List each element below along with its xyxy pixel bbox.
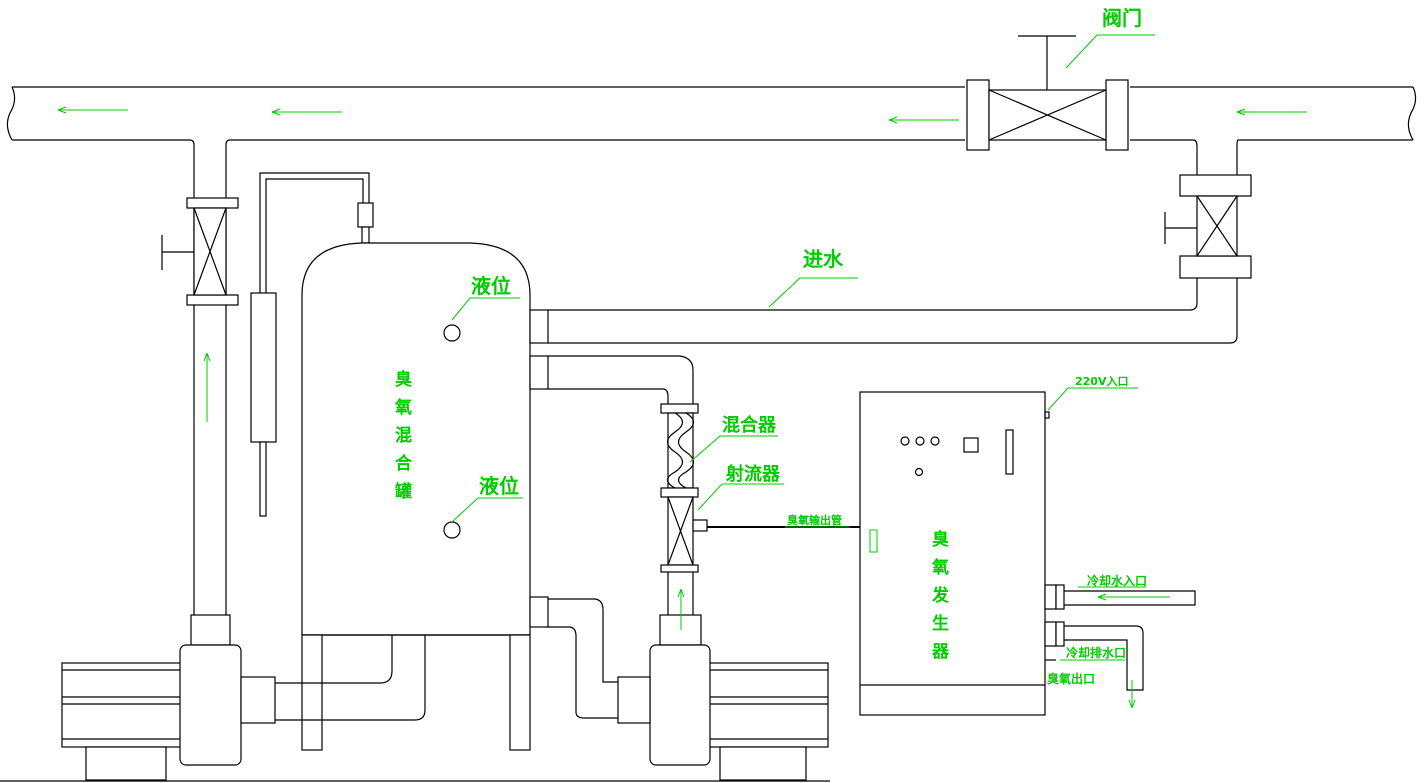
- ozone-generator: [859, 391, 1056, 716]
- cooling-water-connections: [1044, 584, 1196, 691]
- right-pump: [617, 614, 829, 781]
- tank-vertical-label: 臭 氧 混 合 罐: [394, 369, 413, 502]
- svg-text:混: 混: [395, 426, 412, 446]
- level-bottom-label: 液位: [479, 474, 519, 498]
- ozone-mixing-tank: [301, 242, 531, 751]
- valve-label: 阀门: [1102, 6, 1142, 30]
- left-pump-outlet-pipe: [275, 635, 426, 721]
- left-riser-pipe: [161, 139, 239, 615]
- svg-text:氧: 氧: [394, 397, 412, 418]
- mixer-ejector-assembly: [660, 403, 708, 615]
- ozone-inlet-marker: [869, 529, 878, 553]
- leader-lines: [451, 34, 1155, 661]
- svg-text:发: 发: [931, 585, 950, 606]
- svg-text:臭: 臭: [395, 369, 412, 390]
- level-gauge-tube: [250, 172, 374, 517]
- svg-text:臭: 臭: [932, 529, 949, 550]
- power-inlet-label: 220V入口: [1075, 375, 1128, 388]
- main-pipe: [6, 86, 1417, 141]
- right-riser-valve: [1164, 139, 1252, 279]
- svg-text:生: 生: [932, 613, 949, 634]
- water-in-label: 进水: [803, 247, 844, 271]
- svg-text:合: 合: [395, 453, 413, 474]
- generator-vertical-label: 臭 氧 发 生 器: [931, 529, 950, 662]
- ozone-output-pipe-label: 臭氧输出管: [787, 513, 842, 527]
- ozone-outlet-label: 臭氧出口: [1047, 671, 1095, 686]
- cooling-inlet-label: 冷却水入口: [1087, 573, 1147, 588]
- tank-to-pump-pipe: [529, 596, 618, 719]
- svg-text:罐: 罐: [394, 481, 412, 502]
- flow-arrows: [57, 106, 1307, 709]
- cooling-drain-label: 冷却排水口: [1066, 645, 1126, 660]
- svg-text:氧: 氧: [931, 557, 949, 578]
- main-gate-valve: [966, 35, 1129, 151]
- water-inlet-pipe: [529, 278, 1238, 344]
- level-top-label: 液位: [471, 274, 511, 298]
- mixer-label: 混合器: [722, 414, 777, 436]
- tank-to-mixer-pipe: [529, 355, 694, 404]
- ejector-label: 射流器: [725, 463, 781, 485]
- svg-text:器: 器: [931, 642, 950, 662]
- left-pump: [61, 614, 276, 781]
